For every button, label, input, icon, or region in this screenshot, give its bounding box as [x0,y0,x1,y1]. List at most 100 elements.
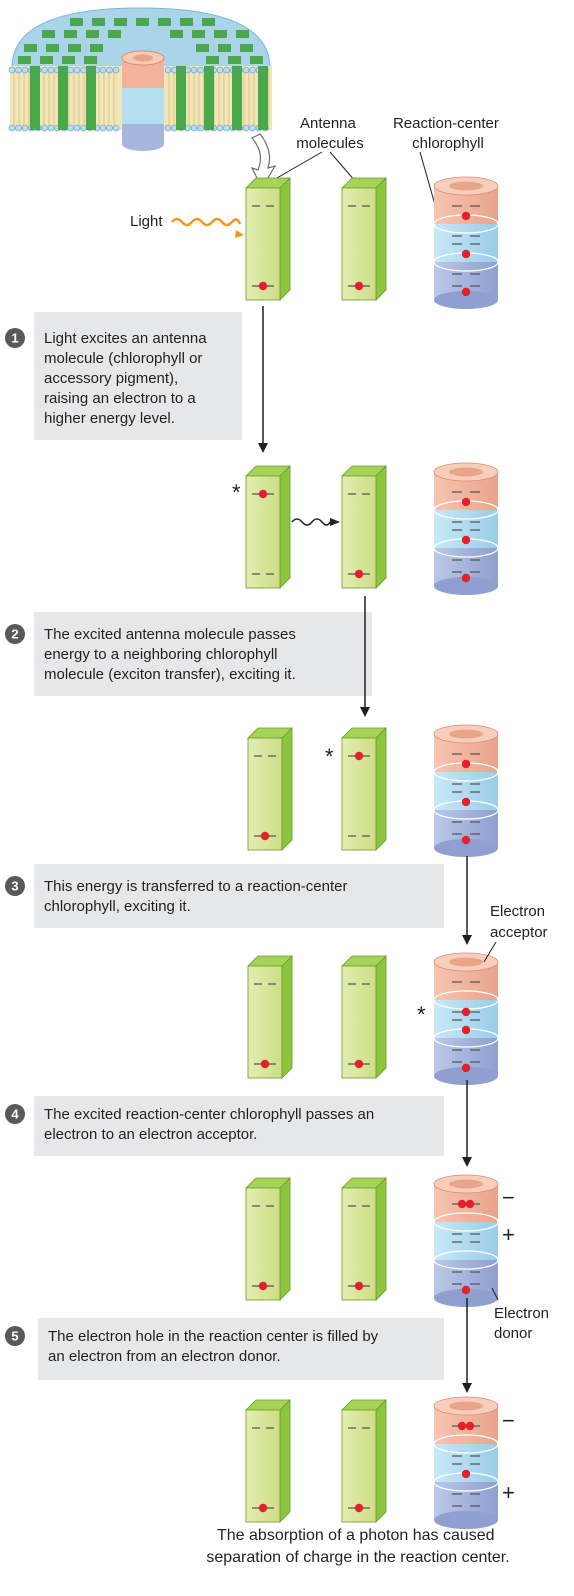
electron [354,1281,364,1291]
electron [354,1059,364,1069]
pigment-square [236,30,249,38]
step-number-badge [5,1104,25,1124]
lipid-head [164,124,172,132]
electron [457,1199,467,1209]
step-number-badge [5,876,25,896]
step-text: The excited reaction-center chlorophyll … [44,1106,374,1143]
antenna-molecule [341,955,387,1079]
pigment-square [218,44,231,52]
pigment-square [240,44,253,52]
lipid-head [216,124,224,132]
excited-marker-2: * [325,744,334,769]
lipid-head [21,124,29,132]
antenna-molecule [245,465,291,589]
step-text: The electron hole in the reaction center… [48,1328,379,1365]
reaction-center [433,952,499,1085]
lipid-head [190,124,198,132]
pigment-square [192,30,205,38]
light-label: Light [130,213,163,230]
pigment-square [92,18,105,26]
electron [260,1059,270,1069]
electron [461,287,471,297]
lipid-head [112,124,120,132]
antenna-molecule [245,177,291,301]
pigment-square [42,30,55,38]
pigment-square [24,44,37,52]
electron [354,569,364,579]
antenna-molecule [341,177,387,301]
electron [461,835,471,845]
antenna-molecule [247,727,293,851]
protein-column [30,66,40,130]
step-box [34,612,372,696]
lipid-head [8,66,16,74]
pigment-square [202,18,215,26]
lipid-head [15,124,22,132]
pigment-square [40,56,53,64]
light-wave-icon [171,217,242,227]
pigment-square [250,56,263,64]
lipid-head [99,124,107,132]
hollow-arrow [250,133,277,190]
protein-column [204,66,214,130]
step-number: 1 [11,331,18,346]
reaction-center [433,1174,499,1307]
pigment-square [70,18,83,26]
excited-marker-1: * [232,480,241,505]
lipid-head [80,124,87,132]
lipid-head [47,124,55,132]
electron [465,1199,475,1209]
pigment-square [86,30,99,38]
electron [461,797,471,807]
reaction-center-label: Reaction-center chlorophyll [393,115,503,152]
electron-acceptor-label: Electron acceptor [490,903,549,941]
lipid-head [197,124,204,132]
pigment-square [84,56,97,64]
antenna-molecule [341,1399,387,1523]
lipid-head [73,124,81,132]
pigment-square [18,56,31,64]
electron [457,1421,467,1431]
lipid-head [223,124,230,132]
lipid-head [112,66,120,74]
pigment-square [90,44,103,52]
electron [258,1503,268,1513]
lipid-head [41,124,48,132]
antenna-molecule [341,1177,387,1301]
lipid-head [67,124,74,132]
lipid-head [8,124,16,132]
antenna-molecule [245,1177,291,1301]
protein-column [176,66,186,130]
electron [461,1469,471,1479]
lipid-head [21,66,29,74]
electron [461,759,471,769]
lipid-head [106,124,113,132]
electron [354,281,364,291]
pigment-square [114,18,127,26]
antenna-molecule [245,1399,291,1523]
lipid-head [249,66,256,74]
lipid-head [249,124,256,132]
pigment-square [62,56,75,64]
step-box [38,1318,444,1380]
pigment-square [180,18,193,26]
electron [461,1063,471,1073]
membrane-illustration [8,7,277,190]
reaction-center-complex [121,50,165,151]
lipid-head [15,66,22,74]
protein-column [86,66,96,130]
pigment-square [108,30,121,38]
electron [465,1421,475,1431]
pigment-squares [18,18,263,64]
exciton-wave [291,518,331,526]
lipid-head [80,66,87,74]
electron [461,211,471,221]
electron [461,1007,471,1017]
electron [461,1285,471,1295]
